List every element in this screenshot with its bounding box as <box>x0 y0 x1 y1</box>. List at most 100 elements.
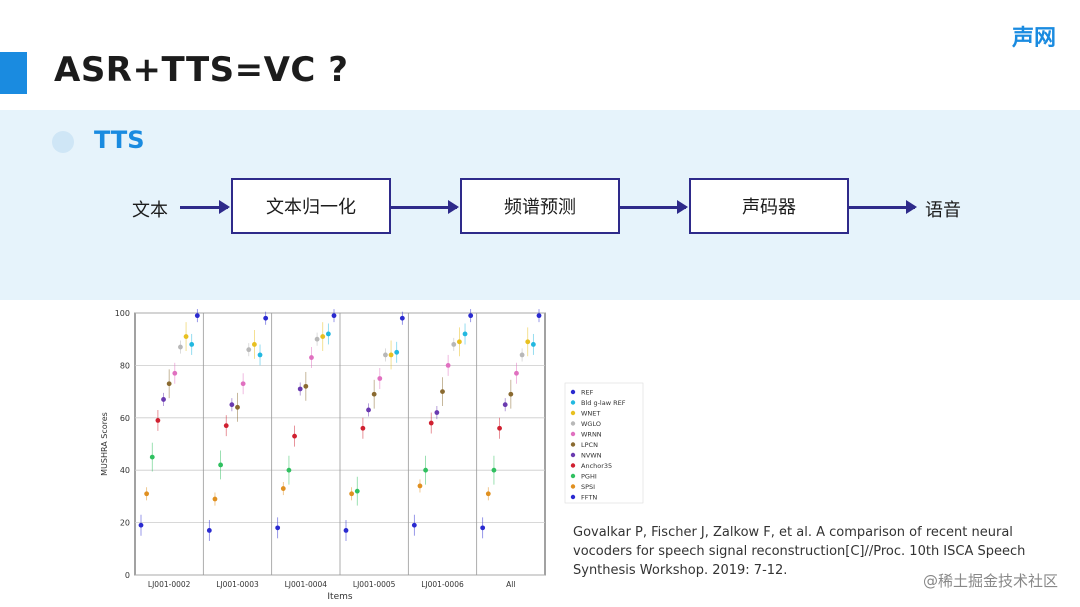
data-point <box>280 486 286 491</box>
legend-marker <box>570 452 576 458</box>
x-tick-label: LJ001-0006 <box>421 580 464 589</box>
data-point <box>138 522 144 528</box>
flow-step-spectrum-prediction: 频谱预测 <box>460 178 620 234</box>
x-tick-label: LJ001-0002 <box>148 580 191 589</box>
data-point <box>189 342 195 347</box>
data-point <box>235 404 240 410</box>
y-tick-label: 100 <box>115 309 130 318</box>
data-point <box>240 381 246 387</box>
legend-box <box>564 382 644 504</box>
data-point <box>423 467 428 473</box>
flow-arrow-icon <box>391 200 459 214</box>
legend-label: LPCN <box>581 441 598 449</box>
data-point <box>309 355 314 360</box>
legend-label: WNET <box>581 410 600 418</box>
legend-marker <box>570 494 576 500</box>
legend-label: FFTN <box>581 494 597 502</box>
data-point <box>206 528 212 533</box>
data-point <box>331 313 337 319</box>
data-point <box>297 386 303 392</box>
data-point <box>491 467 497 473</box>
data-point <box>497 425 502 431</box>
flow-arrow-icon <box>180 200 230 214</box>
x-tick-label: LJ001-0004 <box>285 580 328 589</box>
y-tick-label: 40 <box>120 466 130 475</box>
legend-marker <box>570 400 576 405</box>
x-tick-label: LJ001-0003 <box>216 580 259 589</box>
citation-text: Govalkar P, Fischer J, Zalkow F, et al. … <box>573 525 1026 578</box>
section-subtitle: TTS <box>94 126 145 154</box>
data-point <box>223 423 229 429</box>
legend-marker <box>570 389 576 395</box>
data-point <box>252 342 257 347</box>
bullet-circle-icon <box>52 131 74 153</box>
data-point <box>440 389 445 394</box>
legend-marker <box>570 484 576 489</box>
data-point <box>212 496 218 502</box>
legend-label: SPSI <box>581 483 595 491</box>
data-point <box>417 483 423 489</box>
data-point <box>172 370 178 376</box>
y-tick-label: 60 <box>120 414 130 423</box>
y-axis-label: MUSHRA Scores <box>100 412 109 476</box>
data-point <box>343 528 349 533</box>
legend-marker <box>570 463 576 468</box>
data-point <box>314 336 320 342</box>
watermark-text: @稀土掘金技术社区 <box>922 572 1058 590</box>
flow-output-label: 语音 <box>925 200 961 221</box>
data-point <box>292 433 297 439</box>
data-point <box>462 331 468 337</box>
title-accent-bar <box>0 52 27 94</box>
legend-label: WGLO <box>581 420 601 428</box>
data-point <box>229 402 235 408</box>
data-point <box>377 376 383 381</box>
data-point <box>371 391 377 397</box>
data-point <box>399 315 405 321</box>
data-point <box>166 381 172 387</box>
legend-marker <box>570 442 576 447</box>
flow-input-label: 文本 <box>132 200 168 221</box>
data-point <box>536 313 542 319</box>
data-point <box>508 391 514 397</box>
legend-label: NVWN <box>581 452 602 460</box>
data-point <box>411 522 417 528</box>
data-point <box>144 491 150 497</box>
data-point <box>286 467 292 473</box>
x-tick-label: LJ001-0005 <box>353 580 396 589</box>
data-point <box>525 339 531 345</box>
data-point <box>218 462 223 468</box>
data-point <box>246 347 252 353</box>
x-axis-label: Items <box>327 592 352 602</box>
data-point <box>434 410 440 415</box>
data-point <box>320 334 326 339</box>
data-point <box>428 420 434 426</box>
data-point <box>155 418 161 423</box>
data-point <box>325 331 331 337</box>
legend-label: Anchor35 <box>581 462 612 470</box>
legend-marker <box>570 421 576 426</box>
legend-label: PGHI <box>581 473 597 481</box>
y-tick-label: 0 <box>125 571 130 580</box>
data-point <box>366 407 371 413</box>
data-point <box>394 349 400 355</box>
data-point <box>485 491 491 497</box>
data-point <box>194 313 200 319</box>
x-tick-label: All <box>506 580 515 589</box>
brand-logo: 声网 <box>1011 26 1056 51</box>
slide-title: ASR+TTS=VC ? <box>54 50 349 90</box>
flow-step-text-normalization: 文本归一化 <box>231 178 391 234</box>
flow-arrow-icon <box>620 200 688 214</box>
legend-marker <box>570 473 576 479</box>
data-point <box>303 383 309 389</box>
legend-label: Bld g-law REF <box>581 399 626 407</box>
legend-label: WRNN <box>581 431 602 439</box>
legend-label: REF <box>581 389 594 397</box>
data-point <box>161 397 166 402</box>
data-point <box>257 352 263 358</box>
legend-marker <box>570 410 576 416</box>
data-point <box>349 491 355 497</box>
flow-step-vocoder: 声码器 <box>689 178 849 234</box>
data-point <box>502 402 508 408</box>
flow-arrow-icon <box>849 200 917 214</box>
